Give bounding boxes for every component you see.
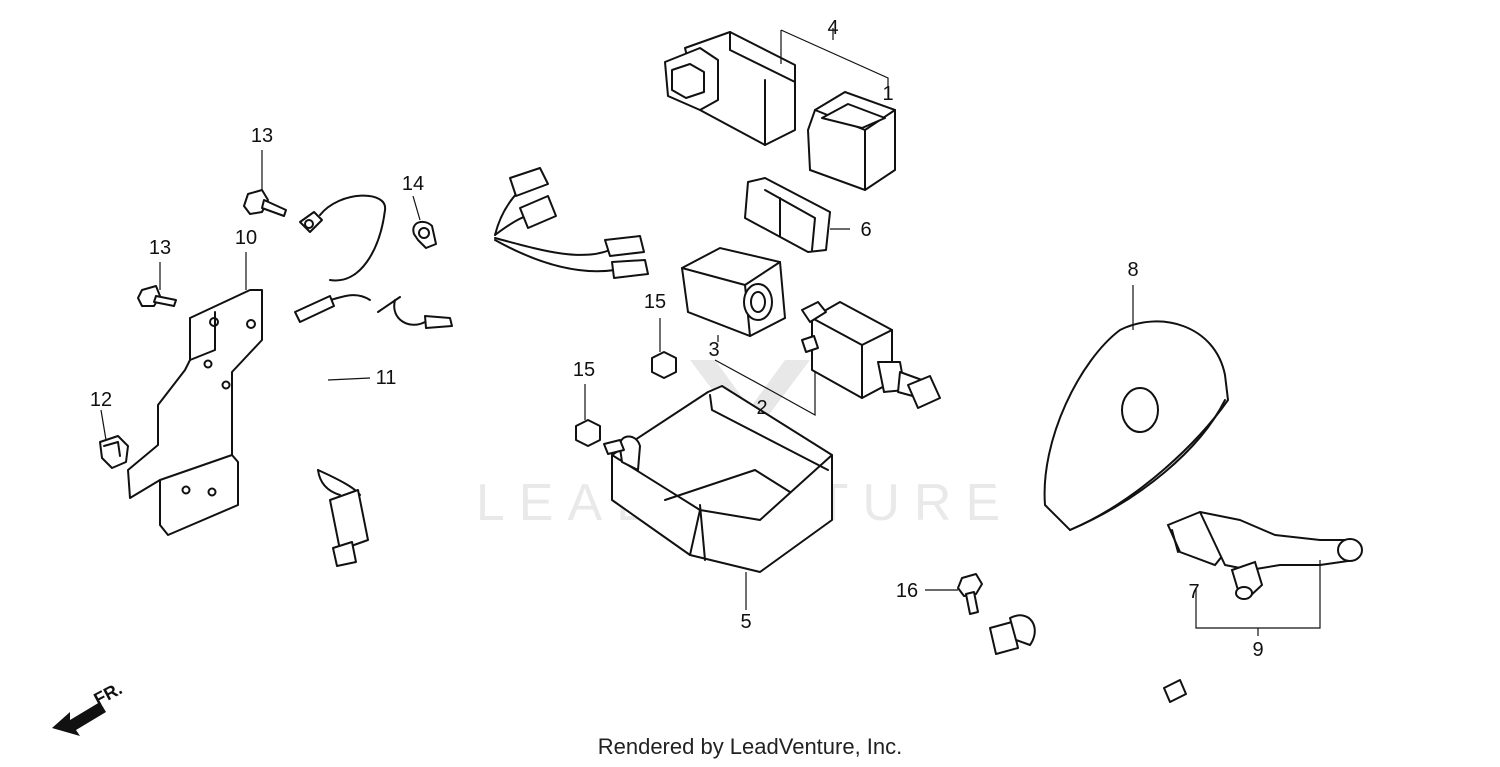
tube-clamp xyxy=(989,614,1036,655)
callout-15-lower: 15 xyxy=(573,359,595,381)
relay-part-4 xyxy=(664,31,796,146)
bolt-part-13-lower xyxy=(137,285,177,307)
unit-part-2 xyxy=(801,301,923,399)
callout-16: 16 xyxy=(896,580,918,602)
wire-harness-part-11 xyxy=(294,167,649,567)
callout-13-upper: 13 xyxy=(251,125,273,147)
tray-part-5 xyxy=(603,385,833,573)
sleeve-part-1 xyxy=(806,90,896,192)
callout-14: 14 xyxy=(402,173,424,195)
bolt-part-16 xyxy=(957,573,983,615)
clamp-part-14 xyxy=(412,220,437,249)
leader-lines xyxy=(100,28,1321,636)
callout-11: 11 xyxy=(376,367,397,389)
footer-credit: Rendered by LeadVenture, Inc. xyxy=(597,734,903,759)
band-part-6 xyxy=(744,177,831,253)
clip-part-12 xyxy=(99,435,129,469)
callout-8: 8 xyxy=(1127,259,1138,281)
callout-4: 4 xyxy=(827,17,838,39)
callout-3: 3 xyxy=(708,339,719,361)
rubber-mount-part-3 xyxy=(680,246,787,338)
tube xyxy=(907,375,1187,711)
callout-12: 12 xyxy=(90,389,112,411)
callout-2: 2 xyxy=(756,397,767,419)
callout-7: 7 xyxy=(1188,581,1199,603)
callouts: 13 13 10 12 14 11 4 1 6 3 2 15 15 5 16 8… xyxy=(90,17,1264,661)
callout-15-upper: 15 xyxy=(644,291,666,313)
fitting-part-9 xyxy=(1166,510,1363,600)
bracket-part-10 xyxy=(127,289,263,536)
callout-1: 1 xyxy=(882,83,893,105)
front-direction-arrow: FR. xyxy=(52,678,125,736)
callout-10: 10 xyxy=(235,227,257,249)
callout-13-lower: 13 xyxy=(149,237,171,259)
callout-5: 5 xyxy=(740,611,751,633)
foam-pad-part-8 xyxy=(1043,320,1230,532)
bolt-part-13-upper xyxy=(243,189,287,217)
callout-9: 9 xyxy=(1252,639,1263,661)
nut-part-15-upper xyxy=(651,351,677,379)
callout-6: 6 xyxy=(860,219,871,241)
nut-part-15-lower xyxy=(575,419,601,447)
